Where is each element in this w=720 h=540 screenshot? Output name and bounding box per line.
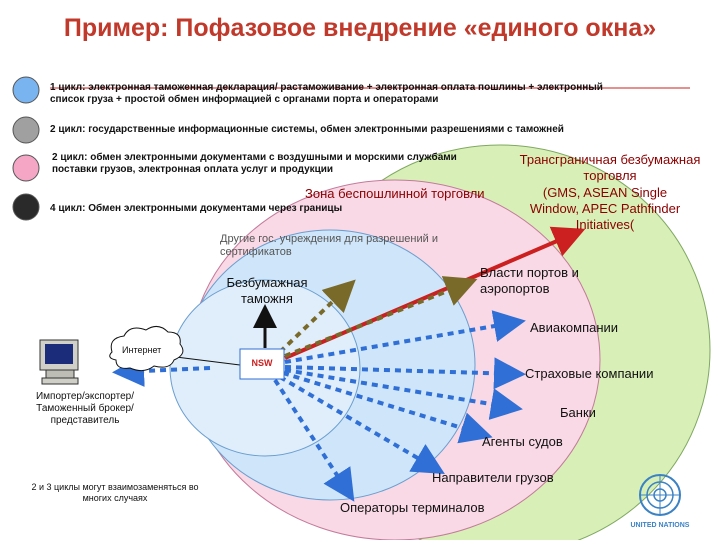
- target-terminal-operators: Операторы терминалов: [340, 500, 485, 515]
- legend-marker-3: [12, 154, 40, 182]
- nsw-box: [239, 348, 285, 380]
- un-logo-text: UNITED NATIONS: [630, 522, 690, 529]
- target-insurance: Страховые компании: [525, 366, 654, 381]
- target-ship-agents: Агенты судов: [482, 434, 563, 449]
- internet-cloud: [109, 326, 184, 372]
- legend-item-3: 2 цикл: обмен электронными документами с…: [52, 152, 457, 175]
- paperless-customs-label: Безбумажная таможня: [226, 275, 308, 306]
- legend-marker-1: [12, 76, 40, 104]
- importer-label: Импортер/экспортер/ Таможенный брокер/ п…: [35, 391, 135, 426]
- red-arrow: [284, 226, 586, 360]
- blue-arrows: [112, 310, 526, 502]
- gms-label: (GMS, ASEAN Single Window, APEC Pathfind…: [529, 185, 681, 232]
- legend-markers: [12, 76, 40, 221]
- legend-item-1: 1 цикл: электронная таможенная деклараци…: [50, 82, 603, 105]
- legend-marker-2: [12, 116, 40, 144]
- target-forwarders: Направители грузов: [432, 470, 554, 485]
- legend-item-2: 2 цикл: государственные информационные с…: [50, 124, 564, 135]
- nsw-label: NSW: [251, 358, 273, 368]
- gov-agencies-label: Другие гос. учреждения для разрешений и …: [220, 233, 438, 258]
- internet-label: Интернет: [122, 345, 162, 355]
- free-trade-label: Зона беспошлинной торговли: [305, 186, 485, 201]
- target-banks: Банки: [560, 405, 596, 420]
- page-title: Пример: Пофазовое внедрение «единого окн…: [63, 14, 657, 42]
- legend-marker-4: [12, 193, 40, 221]
- legend-item-4: 4 цикл: Обмен электронными документами ч…: [50, 203, 343, 214]
- target-airlines: Авиакомпании: [530, 320, 619, 335]
- un-emblem: [639, 474, 681, 516]
- cycle-note: 2 и 3 циклы могут взаимозаменяться во мн…: [31, 482, 199, 503]
- olive-arrows: [278, 276, 478, 358]
- computer-icon: [39, 339, 79, 385]
- target-port-authorities: Власти портов и аэропортов: [480, 265, 579, 296]
- cross-border-label: Трансграничная безбумажная торговля: [519, 152, 701, 183]
